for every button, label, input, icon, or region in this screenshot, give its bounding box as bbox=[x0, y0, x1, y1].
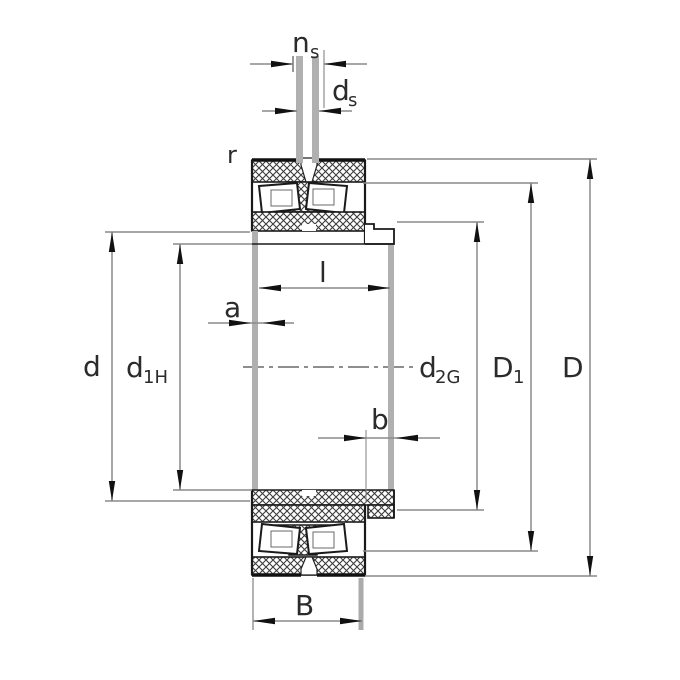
label-D: D bbox=[562, 351, 584, 384]
label-l: l bbox=[319, 256, 327, 289]
label-d1h-sub: 1H bbox=[143, 367, 168, 388]
sleeve-slit-bottom bbox=[302, 490, 316, 496]
lube-hole-wall-right bbox=[312, 56, 319, 163]
label-r: r bbox=[227, 141, 237, 169]
roller-top-left bbox=[257, 181, 302, 215]
top-bearing-section bbox=[250, 157, 367, 244]
label-ns-sub: s bbox=[310, 42, 319, 63]
label-ds: d bbox=[332, 74, 350, 107]
label-a: a bbox=[224, 291, 241, 324]
cage-pocket-bottom-right bbox=[312, 531, 335, 549]
cage-pocket-top-left bbox=[270, 189, 293, 207]
label-D1: D bbox=[492, 351, 514, 384]
cage-pocket-bottom-left bbox=[270, 530, 293, 548]
label-b: b bbox=[371, 403, 389, 436]
sleeve-thread-band-bottom bbox=[251, 489, 395, 506]
sleeve-slit-top bbox=[302, 224, 316, 231]
sleeve-right-end-edge bbox=[388, 245, 394, 490]
label-B: B bbox=[295, 589, 314, 622]
label-ds-sub: s bbox=[348, 90, 357, 111]
dimension-labels: n s d s r d d 1H l a b B d 2G D 1 D bbox=[83, 26, 584, 622]
cage-pocket-top-right bbox=[312, 188, 335, 206]
label-D1-sub: 1 bbox=[513, 367, 524, 388]
inner-ring-bottom bbox=[251, 504, 366, 523]
roller-top-right bbox=[304, 181, 349, 215]
lube-hole-wall-left bbox=[296, 56, 303, 163]
bottom-bearing-section bbox=[250, 489, 395, 577]
dimension-lines bbox=[105, 63, 597, 630]
locknut-top bbox=[252, 223, 395, 245]
label-ns: n bbox=[292, 26, 310, 59]
dimension-arrowheads bbox=[108, 60, 594, 625]
label-d2g-sub: 2G bbox=[435, 367, 460, 388]
label-d: d bbox=[83, 350, 101, 383]
locknut-bottom bbox=[367, 504, 395, 519]
sleeve-left-end-edge bbox=[252, 231, 258, 490]
label-d1h: d bbox=[126, 351, 144, 384]
roller-bottom-right bbox=[304, 522, 349, 556]
label-d2g: d bbox=[419, 351, 437, 384]
roller-bottom-left bbox=[257, 522, 302, 556]
